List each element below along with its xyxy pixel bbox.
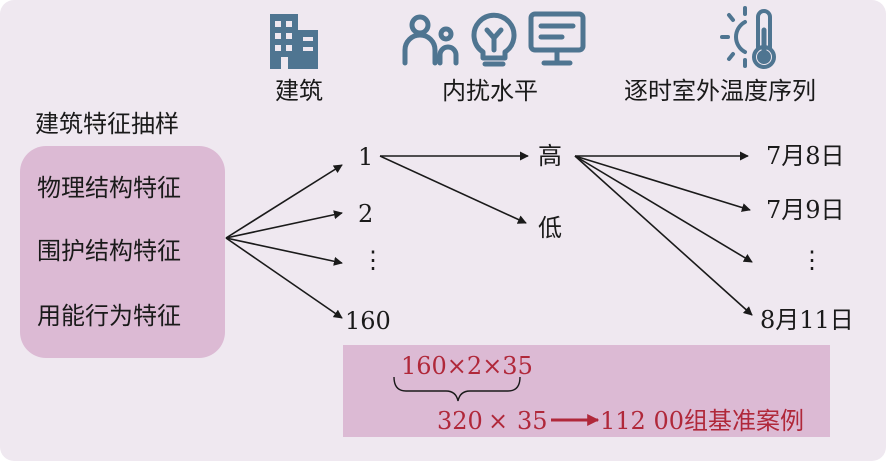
building-label-ellipsis: ⋮	[361, 246, 385, 274]
formula-product: 160×2×35	[401, 352, 533, 380]
date-label-0811: 8月11日	[760, 306, 854, 334]
sampling-item-envelope: 围护结构特征	[37, 237, 181, 265]
formula-result: 112 00组基准案例	[600, 407, 804, 435]
sun-thermometer-icon	[720, 6, 776, 69]
building-label-160: 160	[345, 307, 391, 335]
header-internal-disturbance: 内扰水平	[442, 77, 538, 105]
sampling-item-energy-behavior: 用能行为特征	[37, 302, 181, 330]
building-icon	[270, 14, 318, 69]
level-low: 低	[538, 214, 562, 242]
formula-35: 35	[517, 407, 548, 435]
arrows-building-to-levels	[379, 151, 529, 224]
arrows-level-to-dates	[574, 151, 753, 316]
arrows-sampling-to-buildings	[225, 164, 343, 319]
date-label-0708: 7月8日	[766, 142, 845, 170]
building-label-2: 2	[358, 200, 374, 228]
formula-brace	[393, 376, 521, 402]
sampling-title: 建筑特征抽样	[35, 110, 179, 138]
monitor-icon	[528, 11, 586, 66]
header-outdoor-temperature: 逐时室外温度序列	[624, 77, 816, 105]
header-building: 建筑	[275, 77, 323, 105]
sampling-item-physical: 物理结构特征	[37, 174, 181, 202]
date-label-ellipsis: ⋮	[800, 246, 824, 274]
formula-times: ×	[488, 407, 509, 435]
person-icon	[402, 14, 459, 66]
formula-320: 320	[437, 407, 483, 435]
lightbulb-icon	[471, 12, 517, 67]
building-label-1: 1	[358, 143, 374, 171]
level-high: 高	[538, 142, 562, 170]
date-label-0709: 7月9日	[766, 196, 845, 224]
sampling-box	[20, 146, 225, 358]
